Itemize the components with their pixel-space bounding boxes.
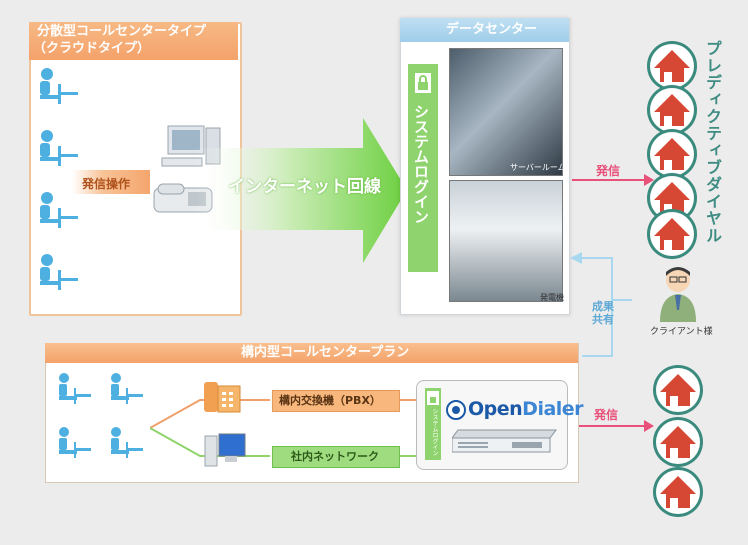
house-icons-top — [647, 41, 697, 259]
system-login-label: システムログイン — [412, 104, 430, 224]
operation-arrow — [72, 170, 150, 194]
server-room-photo — [449, 48, 563, 176]
brand-open: Open — [468, 398, 523, 420]
brand-dialer: Dialer — [522, 398, 584, 420]
opendialer-box — [416, 380, 568, 470]
generator-label: 発電機 — [540, 293, 564, 302]
house-icon — [653, 467, 703, 517]
onsite-operators-grid — [59, 373, 143, 458]
operator-icon-3 — [40, 192, 78, 228]
network-pc-icon — [204, 433, 246, 467]
house-icon — [653, 417, 703, 467]
internet-arrow — [195, 118, 407, 263]
client-person-icon — [660, 267, 696, 322]
operator-icon — [59, 373, 91, 404]
predictive-dial-label: プレディクティブダイヤル — [703, 40, 722, 244]
server-room-label: サーバールーム — [510, 163, 566, 172]
lock-icon — [415, 73, 431, 93]
pbx-label: 構内交換機（PBX） — [279, 394, 381, 407]
onsite-login-bar — [425, 388, 441, 460]
internet-label: インターネット回線 — [228, 177, 381, 197]
operator-icon-4 — [40, 254, 78, 290]
server-rack-icon — [452, 429, 557, 453]
onsite-login-label: システムログイン — [431, 408, 438, 456]
house-icon — [647, 85, 697, 135]
send-label-bottom: 発信 — [594, 408, 619, 422]
house-icon — [647, 41, 697, 91]
send-arrow-top — [572, 174, 654, 186]
distributed-header: 分散型コールセンタータイプ （クラウドタイプ） — [29, 22, 238, 60]
network-label: 社内ネットワーク — [291, 450, 379, 463]
operator-icon — [111, 427, 143, 458]
send-arrow-bottom — [570, 420, 654, 432]
house-icon — [647, 129, 697, 179]
onsite-header: 構内型コールセンタープラン — [45, 343, 578, 363]
results-share-arrows — [570, 252, 632, 357]
operation-label: 発信操作 — [82, 177, 131, 191]
system-login-bar — [408, 64, 438, 272]
onsite-connectors — [150, 399, 418, 457]
distributed-subtitle: （クラウドタイプ） — [33, 41, 151, 56]
pbx-phone-icon — [204, 382, 241, 413]
datacenter-header: データセンター — [400, 18, 569, 42]
operators-column — [40, 68, 78, 290]
operator-icon-2 — [40, 130, 78, 166]
operator-icon — [59, 427, 91, 458]
onsite-title: 構内型コールセンタープラン — [241, 345, 410, 360]
results-share-label: 成果 共有 — [592, 300, 614, 326]
client-label: クライアント様 — [650, 327, 713, 337]
operator-icon-1 — [40, 68, 78, 104]
distributed-title: 分散型コールセンタータイプ — [37, 24, 207, 39]
house-icon — [653, 365, 703, 415]
onsite-lock-icon — [427, 391, 439, 405]
house-icon — [647, 209, 697, 259]
house-icon — [647, 173, 697, 223]
opendialer-logo-mark — [446, 400, 466, 420]
house-icons-bottom — [653, 365, 703, 517]
datacenter-title: データセンター — [446, 22, 538, 37]
operator-icon — [111, 373, 143, 404]
network-box — [272, 446, 400, 468]
generator-photo — [449, 180, 563, 302]
pbx-box — [272, 390, 400, 412]
opendialer-brand: OpenDialer — [468, 398, 584, 420]
send-label-top: 発信 — [596, 164, 621, 178]
